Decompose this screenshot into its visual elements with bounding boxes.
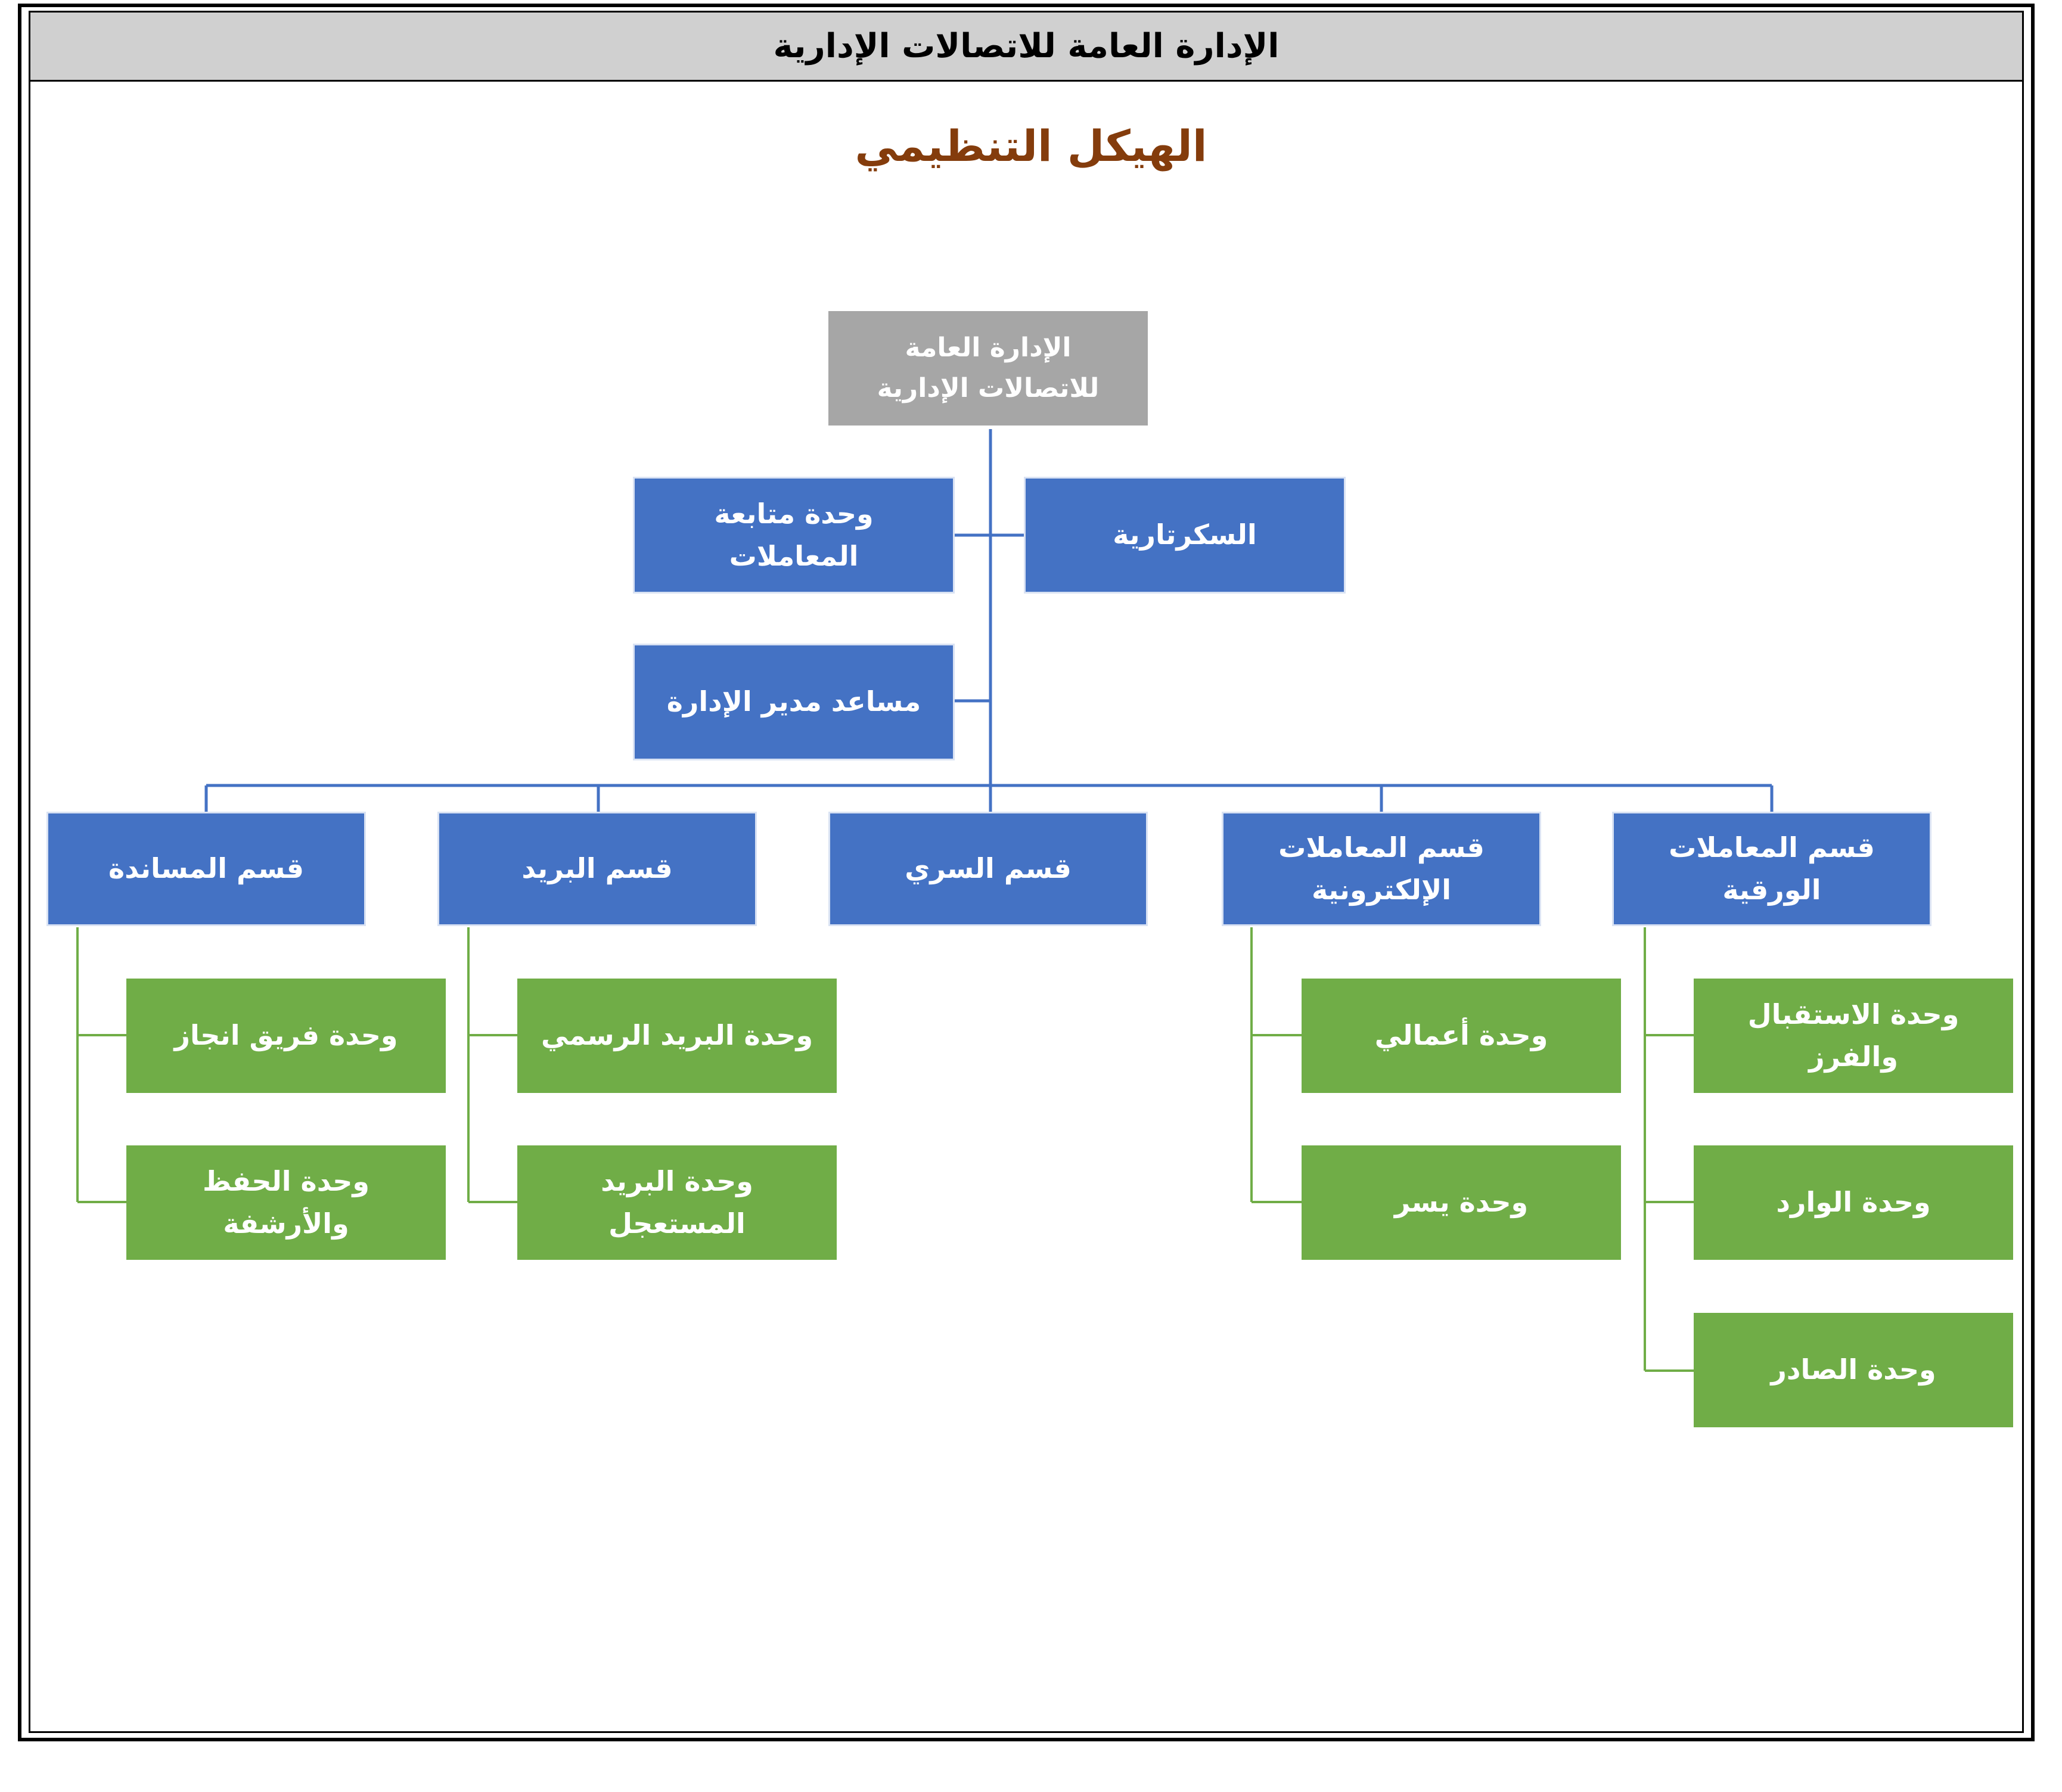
unit-injaz-team: وحدة فريق انجاز (126, 979, 446, 1093)
unit-aamali: وحدة أعمالي (1302, 979, 1621, 1093)
unit-official-mail: وحدة البريد الرسمي (517, 979, 837, 1093)
unit-label: وحدة البريد الرسمي (541, 1019, 813, 1052)
secretariat-node: السكرتارية (1024, 477, 1346, 594)
unit-incoming: وحدة الوارد (1694, 1145, 2013, 1260)
secretariat-node-label: السكرتارية (1113, 518, 1257, 551)
unit-filing-archiving: وحدة الحفظ والأرشفة (126, 1145, 446, 1260)
unit-reception-sorting: وحدة الاستقبال والفرز (1694, 979, 2013, 1093)
unit-label: وحدة البريد المستعجل (601, 1164, 753, 1240)
org-chart-title: الهيكل التنظيمي (855, 121, 1207, 171)
department-label: قسم المساندة (108, 852, 304, 885)
unit-label: وحدة الصادر (1771, 1353, 1936, 1386)
department-paper-transactions: قسم المعاملات الورقية (1612, 812, 1931, 926)
unit-label: وحدة يسر (1394, 1186, 1529, 1219)
department-label: قسم السري (905, 852, 1072, 885)
department-label: قسم المعاملات الورقية (1669, 831, 1875, 906)
transactions-followup-node: وحدة متابعة المعاملات (633, 477, 955, 594)
unit-urgent-mail: وحدة البريد المستعجل (517, 1145, 837, 1260)
page-inner-frame (29, 11, 2024, 1733)
department-support: قسم المساندة (46, 812, 366, 926)
header-title: الإدارة العامة للاتصالات الإدارية (773, 27, 1280, 66)
unit-label: وحدة أعمالي (1374, 1019, 1548, 1052)
department-label: قسم المعاملات الإلكترونية (1278, 831, 1485, 906)
transactions-followup-node-label: وحدة متابعة المعاملات (714, 497, 874, 572)
page-header: الإدارة العامة للاتصالات الإدارية (30, 13, 2022, 82)
department-electronic-transactions: قسم المعاملات الإلكترونية (1222, 812, 1541, 926)
department-secret: قسم السري (828, 812, 1148, 926)
department-label: قسم البريد (521, 852, 673, 885)
unit-outgoing: وحدة الصادر (1694, 1313, 2013, 1427)
unit-label: وحدة الحفظ والأرشفة (202, 1164, 370, 1240)
assistant-director-node: مساعد مدير الإدارة (633, 644, 955, 760)
department-mail: قسم البريد (437, 812, 757, 926)
root-node-label: الإدارة العامة للاتصالات الإدارية (877, 332, 1100, 403)
unit-label: وحدة فريق انجاز (174, 1019, 398, 1052)
unit-label: وحدة الاستقبال والفرز (1747, 998, 1959, 1073)
assistant-director-node-label: مساعد مدير الإدارة (666, 685, 921, 718)
root-node: الإدارة العامة للاتصالات الإدارية (828, 311, 1148, 426)
unit-label: وحدة الوارد (1776, 1186, 1931, 1219)
unit-yusr: وحدة يسر (1302, 1145, 1621, 1260)
